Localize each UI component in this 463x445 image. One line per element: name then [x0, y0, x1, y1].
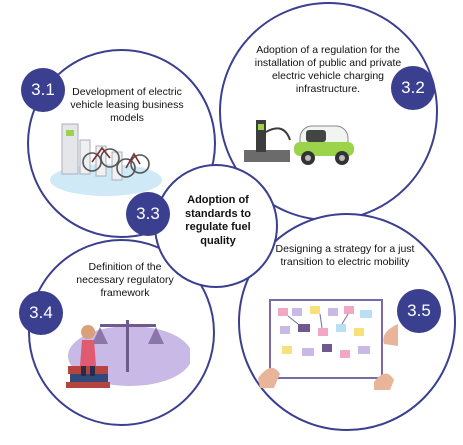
- node-3-3-text: Adoption of standards to regulate fuel q…: [184, 194, 251, 247]
- node-3-4-badge: 3.4: [19, 291, 63, 335]
- node-3-4-text: Definition of the necessary regulatory f…: [76, 261, 174, 299]
- node-3-1-text: Development of electric vehicle leasing …: [70, 86, 184, 124]
- bike-sharing-illustration: [50, 123, 162, 196]
- node-3-5-badge: 3.5: [397, 289, 441, 333]
- ev-charging-illustration: [244, 120, 354, 165]
- node-3-3-badge: 3.3: [126, 192, 170, 236]
- node-3-5-text: Designing a strategy for a just transiti…: [275, 243, 415, 268]
- legal-scales-illustration: [66, 320, 190, 388]
- node-3-2-badge: 3.2: [391, 66, 435, 110]
- node-3-3-circle: [154, 164, 278, 288]
- planning-board-illustration: [258, 299, 398, 390]
- node-3-1-badge: 3.1: [21, 68, 65, 112]
- node-3-2-text: Adoption of a regulation for the install…: [254, 44, 402, 95]
